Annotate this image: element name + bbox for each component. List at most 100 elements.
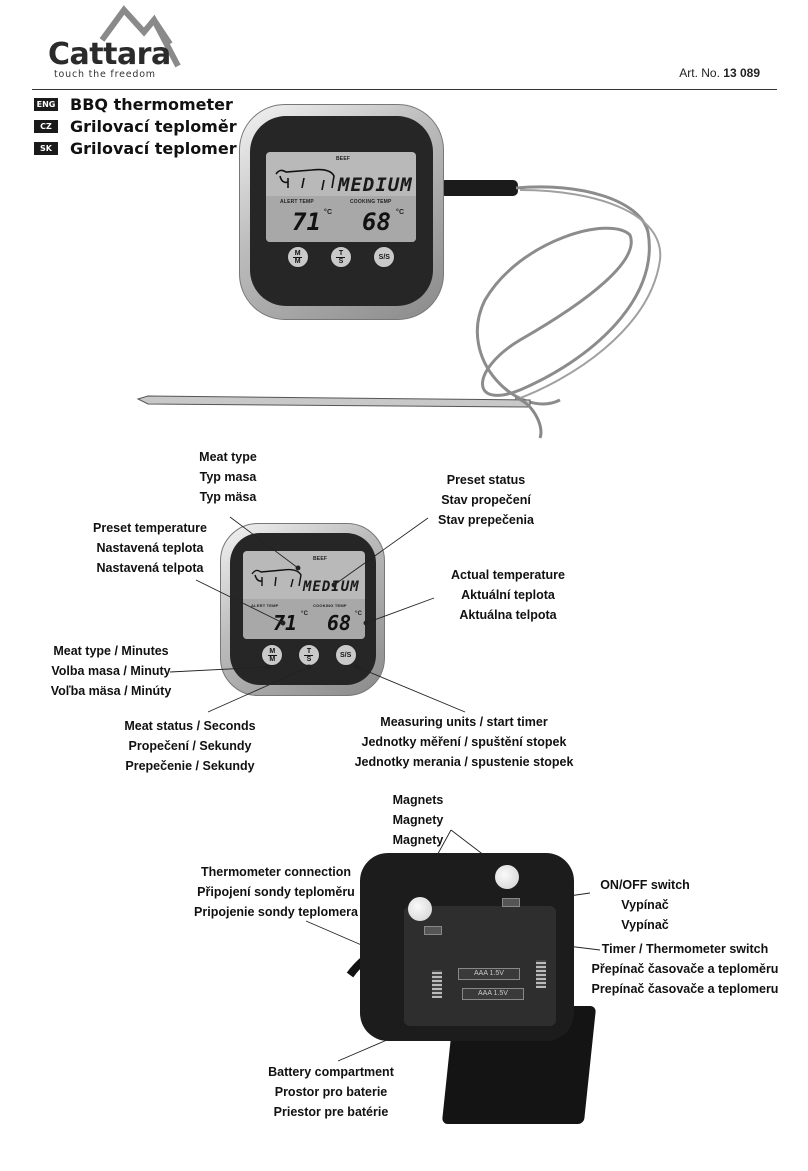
callout-timer-switch: Timer / Thermometer switch Přepínač časo… <box>588 939 782 999</box>
mountain-logo-icon <box>99 5 181 68</box>
callout-line-cz: Aktuální teplota <box>461 588 555 602</box>
title-text: BBQ thermometer <box>70 95 233 114</box>
header-divider <box>32 89 777 90</box>
title-eng: ENG BBQ thermometer <box>34 95 233 114</box>
callout-line-sk: Magnety <box>392 833 444 847</box>
callout-line-sk: Prepečenie / Sekundy <box>125 759 255 773</box>
callout-line-sk: Vypínač <box>621 918 669 932</box>
start-stop-button[interactable]: S/S <box>334 644 357 666</box>
lcd-status-text: MEDIUM <box>338 174 413 196</box>
battery-label-1: AAA 1.5V <box>458 968 520 980</box>
callout-meat-type: Meat type Typ masa Typ mäsa <box>168 447 288 507</box>
btn-divider <box>336 256 346 258</box>
btn-top: T <box>338 249 344 257</box>
callout-magnets: Magnets Magnety Magnety <box>376 790 460 850</box>
article-prefix: Art. No. <box>679 66 720 80</box>
callout-line-sk: Prepínač časovače a teplomeru <box>591 982 779 996</box>
on-off-switch[interactable] <box>502 898 520 907</box>
callout-line-cz: Jednotky měření / spuštění stopek <box>361 735 567 749</box>
lcd-top: BEEF MEDIUM ALERT TEMP COOKING TEMP 71 °… <box>266 152 416 242</box>
callout-battery-compartment: Battery compartment Prostor pro baterie … <box>256 1062 406 1122</box>
magnet-right <box>495 865 519 889</box>
cow-icon <box>251 568 302 588</box>
brand-name: Cattara <box>48 37 171 72</box>
lcd-unit: °C <box>355 611 363 617</box>
callout-line-en: Preset status <box>446 473 526 487</box>
callout-line-cz: Magnety <box>392 813 444 827</box>
article-value: 13 089 <box>723 66 760 80</box>
callout-line-sk: Stav prepečenia <box>438 513 534 527</box>
lcd-cooking-value: 68 <box>362 208 391 236</box>
callout-meat-type-minutes: Meat type / Minutes Volba masa / Minuty … <box>36 641 186 701</box>
lcd-lower-band <box>243 599 365 639</box>
btn-top: T <box>306 647 312 655</box>
lcd-cooking-label: COOKING TEMP <box>350 199 392 205</box>
btn-bottom: S <box>306 655 312 663</box>
cow-icon <box>275 168 335 191</box>
lcd-cooking-label: COOKING TEMP <box>313 603 347 608</box>
lcd-unit: °C <box>396 209 405 216</box>
callout-preset-status: Preset status Stav propečení Stav prepeč… <box>416 470 556 530</box>
callout-line-en: Measuring units / start timer <box>380 715 548 729</box>
brand-logo: Cattara touch the freedom <box>44 4 184 80</box>
callout-line-en: Meat type <box>199 450 257 464</box>
lcd-meat-label: BEEF <box>313 556 328 562</box>
callout-actual-temperature: Actual temperature Aktuální teplota Aktu… <box>420 565 596 625</box>
callout-meat-status-seconds: Meat status / Seconds Propečení / Sekund… <box>110 716 270 776</box>
lcd-alert-label: ALERT TEMP <box>251 603 279 608</box>
magnet-left <box>408 897 432 921</box>
callout-line-en: Preset temperature <box>93 521 207 535</box>
callout-line-sk: Nastavená telpota <box>96 561 204 575</box>
btn-bottom: S <box>338 257 344 265</box>
title-text: Grilovací teploměr <box>70 117 237 136</box>
callout-line-cz: Stav propečení <box>441 493 531 507</box>
callout-line-en: Battery compartment <box>268 1065 394 1079</box>
callout-line-cz: Volba masa / Minuty <box>51 664 171 678</box>
lcd-cooking-value: 68 <box>327 611 352 635</box>
lcd-lower-band <box>266 196 416 242</box>
lang-badge: CZ <box>34 120 58 133</box>
battery-spring-right <box>536 960 546 988</box>
callout-on-off-switch: ON/OFF switch Vypínač Vypínač <box>586 875 704 935</box>
callout-line-en: Meat status / Seconds <box>124 719 256 733</box>
lcd-unit: °C <box>324 209 333 216</box>
btn-divider <box>293 256 303 258</box>
callout-line-en: Thermometer connection <box>200 865 352 879</box>
callout-thermometer-connection: Thermometer connection Připojení sondy t… <box>182 862 370 922</box>
callout-line-en: ON/OFF switch <box>600 878 690 892</box>
callout-line-sk: Typ mäsa <box>199 490 257 504</box>
timer-thermometer-switch[interactable] <box>424 926 442 935</box>
battery-label-2: AAA 1.5V <box>462 988 524 1000</box>
callout-line-sk: Pripojenie sondy teplomera <box>194 905 358 919</box>
callout-line-cz: Nastavená teplota <box>96 541 204 555</box>
battery-spring-left <box>432 970 442 998</box>
callout-line-cz: Propečení / Sekundy <box>128 739 252 753</box>
callout-line-en: Magnets <box>392 793 444 807</box>
callout-line-sk: Voľba mäsa / Minúty <box>50 684 172 698</box>
battery-panel <box>404 906 556 1026</box>
btn-bottom: M <box>269 655 276 663</box>
start-stop-button[interactable]: S/S <box>373 246 396 268</box>
btn-top: M <box>269 647 276 655</box>
btn-top: M <box>294 249 301 257</box>
lcd-meat-label: BEEF <box>336 156 351 162</box>
brand-tagline: touch the freedom <box>54 69 156 80</box>
lcd-diagram: BEEF MEDIUM ALERT TEMP COOKING TEMP 71 °… <box>243 551 365 639</box>
title-sk: SK Grilovací teplomer <box>34 139 237 158</box>
probe-cable-drawing <box>136 180 662 439</box>
title-cz: CZ Grilovací teploměr <box>34 117 237 136</box>
callout-line-cz: Přepínač časovače a teploměru <box>591 962 779 976</box>
btn-divider <box>267 654 277 656</box>
callout-line-en: Actual temperature <box>451 568 565 582</box>
callout-line-sk: Priestor pre batérie <box>273 1105 389 1119</box>
callout-preset-temperature: Preset temperature Nastavená teplota Nas… <box>68 518 232 578</box>
callout-line-cz: Typ masa <box>199 470 257 484</box>
btn-divider <box>304 654 314 656</box>
callout-line-sk: Jednotky merania / spustenie stopek <box>354 755 574 769</box>
title-text: Grilovací teplomer <box>70 139 237 158</box>
